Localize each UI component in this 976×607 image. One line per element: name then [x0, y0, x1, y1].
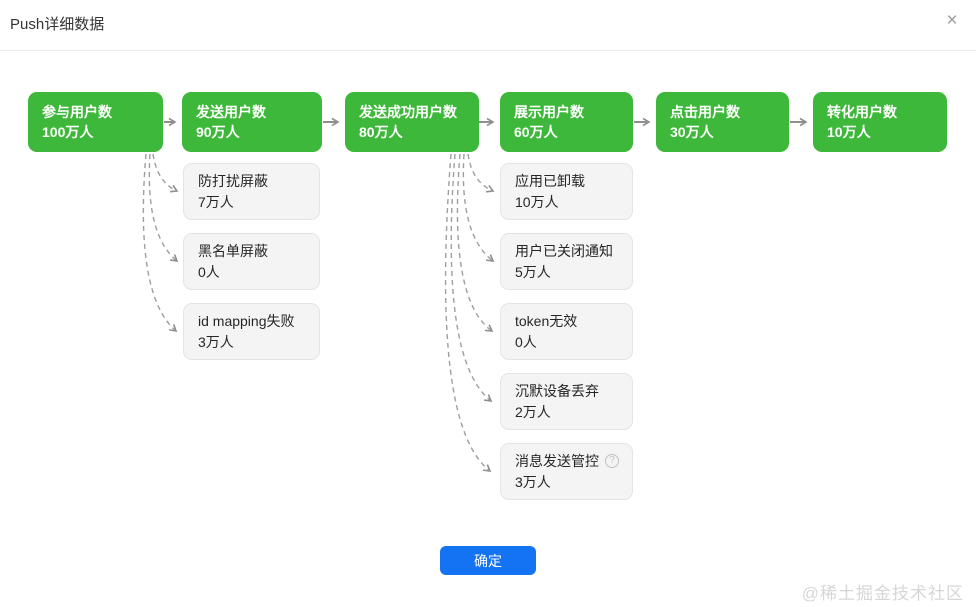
branch-item-blacklist-blocked: 黑名单屏蔽 0人: [183, 233, 320, 290]
confirm-button[interactable]: 确定: [440, 546, 536, 575]
branch-item-dnd-blocked: 防打扰屏蔽 7万人: [183, 163, 320, 220]
node-value: 100万人: [42, 123, 94, 140]
branch-value: 7万人: [198, 193, 234, 210]
branch-value: 3万人: [515, 473, 551, 490]
branch-value: 2万人: [515, 403, 551, 420]
branch-label: 用户已关闭通知: [515, 242, 613, 259]
node-value: 30万人: [670, 123, 714, 140]
branch-value: 0人: [198, 263, 220, 280]
node-label: 转化用户数: [827, 103, 897, 120]
close-icon[interactable]: ×: [946, 10, 958, 31]
branch-item-notifications-off: 用户已关闭通知 5万人: [500, 233, 633, 290]
branch2-arrows: [444, 153, 495, 472]
modal-title: Push详细数据: [10, 16, 105, 33]
branch-value: 10万人: [515, 193, 559, 210]
branch-item-token-invalid: token无效 0人: [500, 303, 633, 360]
branch-item-app-uninstalled: 应用已卸载 10万人: [500, 163, 633, 220]
branch-label: token无效: [515, 312, 578, 329]
flow-node-clicked-users: 点击用户数 30万人: [656, 92, 789, 152]
branch1-arrows: [142, 153, 179, 333]
branch-label: 沉默设备丢弃: [515, 382, 599, 399]
branch-value: 3万人: [198, 333, 234, 350]
flow-node-converted-users: 转化用户数 10万人: [813, 92, 947, 152]
branch-label: 黑名单屏蔽: [198, 242, 268, 259]
help-circle-icon[interactable]: ?: [605, 454, 619, 469]
modal-header: Push详细数据 ×: [0, 0, 976, 51]
branch-value: 0人: [515, 333, 537, 350]
node-label: 发送成功用户数: [359, 103, 457, 120]
node-value: 60万人: [514, 123, 558, 140]
node-value: 90万人: [196, 123, 240, 140]
branch-label: 应用已卸载: [515, 172, 585, 189]
branch-value: 5万人: [515, 263, 551, 280]
node-value: 80万人: [359, 123, 403, 140]
flow-node-engaged-users: 参与用户数 100万人: [28, 92, 163, 152]
branch-item-silent-device-dropped: 沉默设备丢弃 2万人: [500, 373, 633, 430]
node-label: 发送用户数: [196, 103, 266, 120]
watermark: @稀土掘金技术社区: [801, 584, 964, 603]
node-value: 10万人: [827, 123, 871, 140]
node-label: 点击用户数: [670, 103, 740, 120]
branch-label: id mapping失败: [198, 312, 295, 329]
branch-label: 防打扰屏蔽: [198, 172, 268, 189]
branch-item-id-mapping-failed: id mapping失败 3万人: [183, 303, 320, 360]
node-label: 参与用户数: [42, 103, 112, 120]
flow-node-sent-success-users: 发送成功用户数 80万人: [345, 92, 479, 152]
node-label: 展示用户数: [514, 103, 584, 120]
branch-label: 消息发送管控: [515, 452, 599, 469]
branch-item-message-send-control: 消息发送管控 ? 3万人: [500, 443, 633, 500]
flow-node-sent-users: 发送用户数 90万人: [182, 92, 322, 152]
flow-node-displayed-users: 展示用户数 60万人: [500, 92, 633, 152]
